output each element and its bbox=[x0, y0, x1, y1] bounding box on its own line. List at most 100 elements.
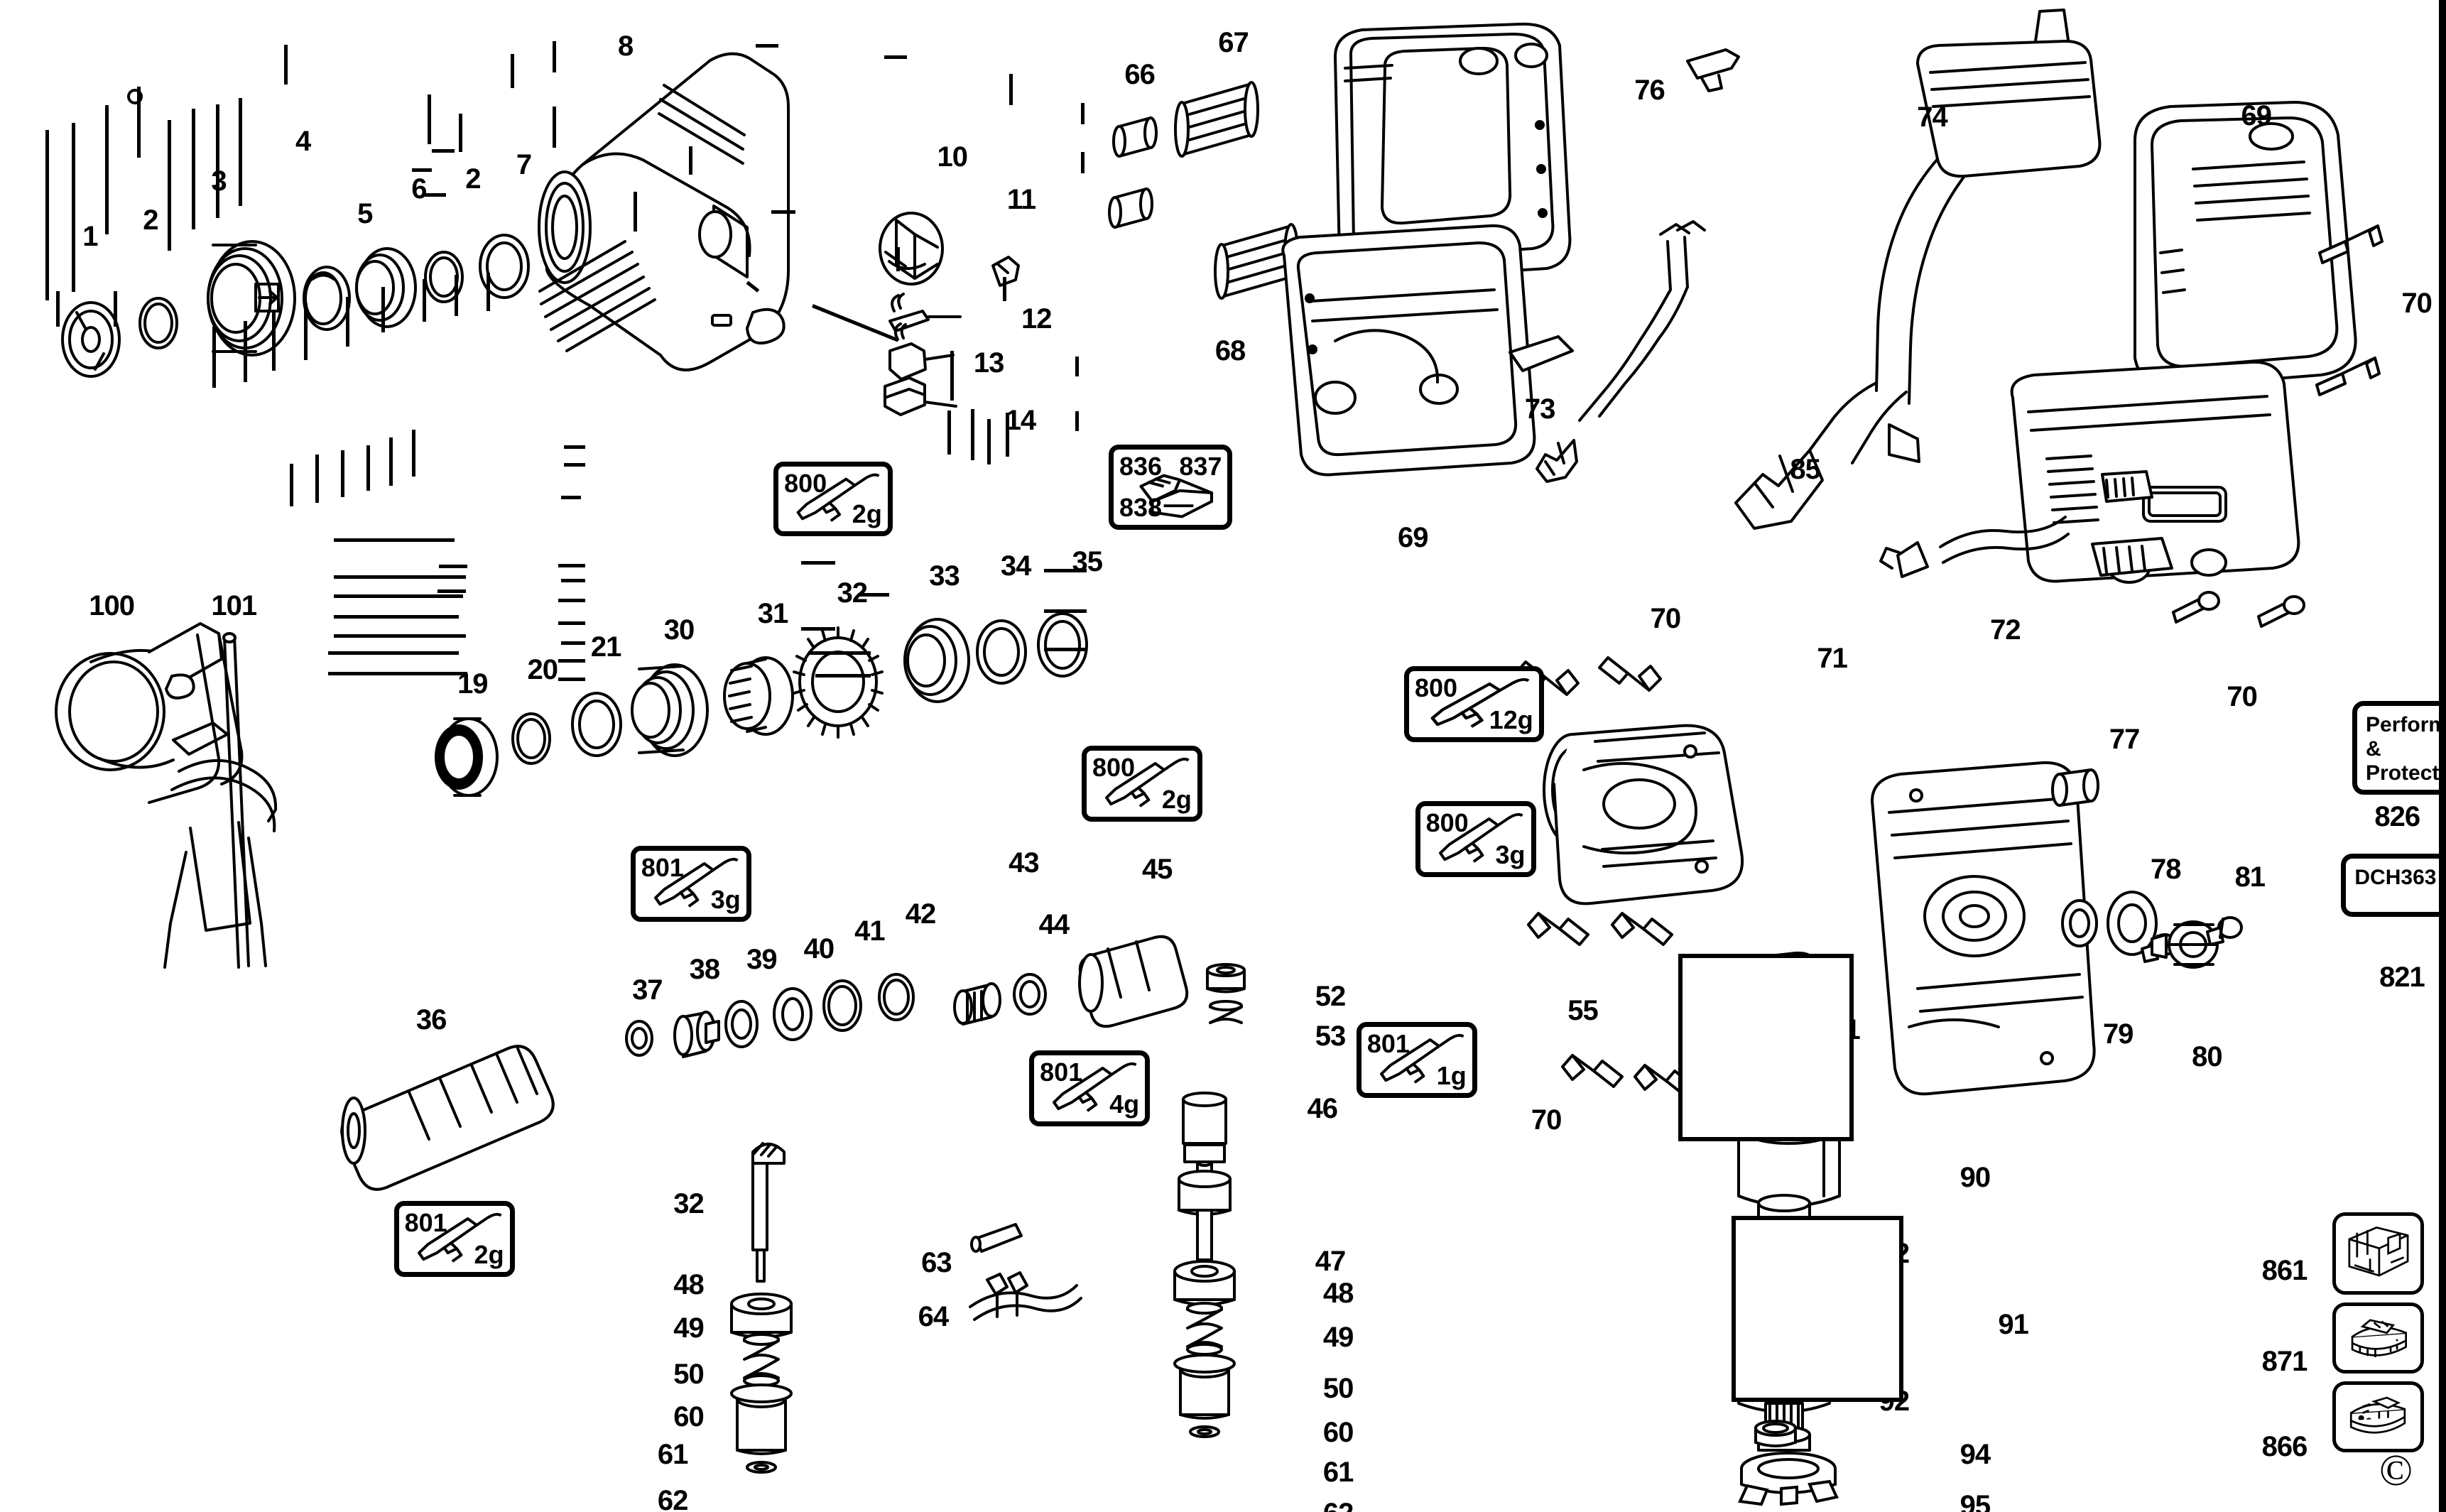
part-72-shape bbox=[1879, 516, 2070, 578]
info-box-line: Protect bbox=[2366, 761, 2440, 785]
leader-3 bbox=[105, 105, 109, 234]
part-45-shape bbox=[1078, 935, 1189, 1028]
part-20-shape bbox=[511, 712, 551, 765]
leader-39 bbox=[341, 450, 344, 497]
leader-33 bbox=[423, 279, 426, 322]
part-95-shape bbox=[1726, 1450, 1861, 1506]
part-number-8: 8 bbox=[617, 30, 634, 62]
leader-21 bbox=[272, 311, 276, 371]
part-number-100: 100 bbox=[89, 590, 135, 622]
part-number-34: 34 bbox=[1000, 550, 1031, 582]
part-number-68: 68 bbox=[1214, 335, 1246, 366]
accessory-box-866[interactable] bbox=[2332, 1381, 2424, 1452]
leader-13 bbox=[412, 168, 432, 172]
part-number-1: 1 bbox=[82, 220, 98, 252]
leader-92a bbox=[801, 561, 835, 565]
part-66-shape bbox=[1112, 116, 1158, 158]
grease-box-amount: 2g bbox=[1161, 785, 1192, 815]
part-52-shape bbox=[1206, 963, 1246, 994]
part-number-5: 5 bbox=[357, 198, 373, 230]
part-number-42: 42 bbox=[905, 898, 936, 930]
part-number-20: 20 bbox=[527, 653, 558, 685]
leader-871 bbox=[1044, 609, 1087, 613]
part-number-53: 53 bbox=[1315, 1020, 1346, 1052]
leader-8 bbox=[284, 45, 288, 85]
part-number-91: 91 bbox=[1998, 1309, 2028, 1341]
leader-1 bbox=[45, 130, 49, 300]
part-number-63: 63 bbox=[921, 1247, 952, 1279]
part-number-79: 79 bbox=[2102, 1018, 2134, 1050]
part-81-shape bbox=[2206, 916, 2243, 946]
part-number-45: 45 bbox=[1141, 854, 1173, 886]
leader-46 bbox=[561, 496, 581, 499]
part-number-69: 69 bbox=[1398, 522, 1428, 554]
leader-41 bbox=[389, 437, 393, 486]
info-box-line: Perform bbox=[2366, 713, 2446, 737]
leader-821 bbox=[1075, 411, 1079, 431]
part-69a-shape bbox=[1281, 22, 1572, 477]
grease-box-amount: 2g bbox=[852, 499, 882, 529]
part-41-shape bbox=[822, 979, 862, 1032]
part-number-49: 49 bbox=[673, 1312, 704, 1344]
grease-box-code-836: 836 bbox=[1119, 451, 1163, 481]
leader-42 bbox=[412, 430, 415, 477]
leader-19 bbox=[212, 327, 216, 388]
leader-95 bbox=[815, 674, 871, 678]
leader-70a-dn bbox=[1081, 152, 1085, 173]
leader-47 bbox=[558, 564, 585, 567]
leader-20 bbox=[244, 321, 247, 382]
part-1-shape bbox=[61, 301, 121, 378]
leader-861 bbox=[1044, 569, 1087, 572]
grease-box-amount: 4g bbox=[1109, 1089, 1140, 1119]
grease-box-product-code: 800 bbox=[1414, 673, 1458, 703]
part-70-screws-right bbox=[2172, 224, 2384, 628]
part-94-shape bbox=[1740, 1417, 1839, 1452]
leader-6 bbox=[192, 109, 195, 229]
leader-32b bbox=[334, 538, 455, 542]
part-number-6: 6 bbox=[411, 173, 427, 205]
part-number-38: 38 bbox=[689, 953, 720, 985]
part-number-31: 31 bbox=[757, 598, 788, 630]
part-number-50: 50 bbox=[673, 1358, 704, 1390]
part-64-shape bbox=[969, 1271, 1082, 1321]
part-number-47: 47 bbox=[1315, 1245, 1346, 1277]
part-number-101: 101 bbox=[211, 590, 257, 622]
leader-40 bbox=[366, 445, 370, 491]
part-70-screws-centre bbox=[1516, 656, 1696, 1098]
part-71b-shape bbox=[1871, 761, 2096, 1096]
part-42-shape bbox=[878, 973, 915, 1021]
copyright-mark: © bbox=[2379, 1447, 2413, 1495]
part-101-shape bbox=[222, 632, 250, 969]
part-number-43: 43 bbox=[1009, 847, 1039, 879]
leader-62a bbox=[328, 672, 467, 675]
part-21-shape bbox=[571, 692, 622, 757]
part-33-shape bbox=[903, 618, 970, 703]
accessory-box-861[interactable] bbox=[2332, 1212, 2424, 1295]
leader-7 bbox=[239, 98, 242, 206]
accessory-box-871[interactable] bbox=[2332, 1302, 2424, 1374]
part-19-shape bbox=[435, 717, 499, 797]
part-67-shape bbox=[1174, 81, 1259, 158]
grease-box-amount: 3g bbox=[1495, 840, 1526, 870]
grease-box-amount: 2g bbox=[474, 1240, 504, 1270]
leader-12 bbox=[432, 149, 455, 153]
leader-826 bbox=[1075, 357, 1079, 376]
part-3-shape bbox=[207, 240, 296, 357]
part-31-shape bbox=[723, 656, 794, 736]
leader-73 bbox=[689, 146, 692, 175]
leader-31 bbox=[346, 297, 349, 347]
part-11-shape bbox=[991, 256, 1020, 287]
leader-48b bbox=[561, 579, 585, 582]
leader-70b bbox=[1003, 277, 1006, 301]
info-box-perform_protect: Perform&Protect bbox=[2352, 701, 2446, 795]
part-number-49: 49 bbox=[1322, 1322, 1354, 1354]
stack-left bbox=[730, 1142, 793, 1474]
part-number-70: 70 bbox=[2401, 287, 2432, 319]
info-box-model_box: DCH363 bbox=[2341, 853, 2439, 918]
part-number-72: 72 bbox=[1990, 614, 2021, 646]
part-number-62: 62 bbox=[1323, 1499, 1354, 1512]
